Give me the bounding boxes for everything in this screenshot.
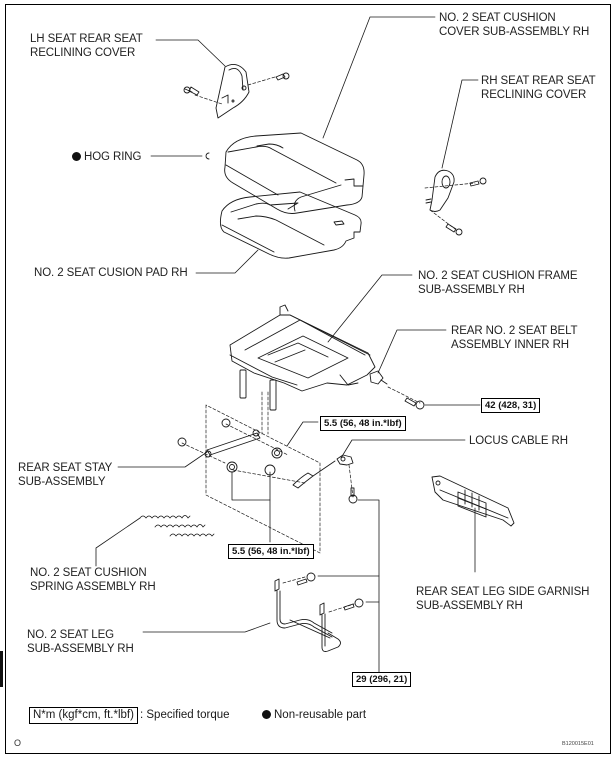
legend-torque-unit: N*m (kgf*cm, ft.*lbf) [29, 707, 138, 724]
leader-cushion-cover [322, 16, 436, 139]
label-rear-seat-stay: REAR SEAT STAY SUB-ASSEMBLY [18, 462, 113, 488]
leader-cushion-frame [327, 274, 413, 343]
non-reusable-dot-icon [262, 710, 271, 719]
label-hog-ring: HOG RING [72, 150, 141, 164]
torque-stay-upper: 5.5 (56, 48 in.*lbf) [320, 416, 406, 431]
leader-stay-upper [286, 421, 319, 447]
label-seat-cushion-pad: NO. 2 SEAT CUSION PAD RH [34, 267, 188, 279]
label-seat-leg: NO. 2 SEAT LEG SUB-ASSEMBLY RH [27, 629, 134, 655]
legend-non-reusable-text: Non-reusable part [274, 709, 367, 721]
rh-cover-bolts [445, 177, 487, 236]
seat-cushion-frame-part [229, 304, 376, 411]
leader-stay-lower [231, 471, 271, 501]
cushion-spring-part [139, 515, 215, 537]
diagram-frame [5, 4, 611, 754]
locus-cable-bolt [348, 487, 358, 504]
seat-belt-inner-part [369, 370, 388, 385]
leader-seat-leg [142, 622, 271, 633]
torque-leg-bolts: 29 (296, 21) [352, 672, 412, 687]
hog-ring-part [205, 152, 210, 160]
leader-leg-bolts [357, 499, 380, 673]
lh-reclining-cover-part [215, 63, 250, 119]
rh-reclining-cover-part [425, 169, 455, 212]
seat-leg-part [274, 578, 341, 652]
leader-lines [95, 16, 481, 673]
label-cushion-spring: NO. 2 SEAT CUSHION SPRING ASSEMBLY RH [30, 567, 156, 593]
legend-torque-desc: : Specified torque [140, 709, 230, 721]
lh-cover-bolts [183, 72, 290, 96]
label-hog-ring-text: HOG RING [84, 151, 142, 163]
label-locus-cable: LOCUS CABLE RH [469, 435, 568, 447]
torque-belt-bolt: 42 (428, 31) [481, 398, 541, 413]
label-lh-reclining-cover: LH SEAT REAR SEAT RECLINING COVER [30, 33, 143, 59]
label-rh-reclining-cover: RH SEAT REAR SEAT RECLINING COVER [481, 75, 596, 101]
non-reusable-dot-icon [72, 152, 81, 161]
label-seat-belt-inner: REAR NO. 2 SEAT BELT ASSEMBLY INNER RH [451, 325, 578, 351]
label-seat-cushion-frame: NO. 2 SEAT CUSHION FRAME SUB-ASSEMBLY RH [418, 270, 578, 296]
legend-non-reusable: Non-reusable part [262, 708, 366, 723]
label-seat-cushion-cover: NO. 2 SEAT CUSHION COVER SUB-ASSEMBLY RH [439, 12, 590, 38]
page-edge-mark [0, 651, 3, 687]
leg-garnish-part [431, 475, 515, 527]
leg-bolts [296, 572, 364, 611]
seat-stay-part [204, 429, 261, 458]
page-marker: O [14, 738, 22, 748]
leader-seat-belt [377, 329, 447, 374]
leader-locus-cable [340, 439, 466, 459]
figure-id: B120015E01 [562, 741, 594, 747]
leader-lh-recline-cover [155, 39, 226, 67]
leader-spring [95, 517, 141, 567]
leader-seat-stay [117, 451, 208, 468]
stay-nuts [177, 418, 283, 476]
seat-cushion-cover-part [224, 132, 365, 214]
seat-belt-bolt [404, 397, 425, 410]
leader-rh-recline-cover [441, 79, 479, 169]
leader-cushion-pad [195, 249, 259, 274]
label-leg-side-garnish: REAR SEAT LEG SIDE GARNISH SUB-ASSEMBLY … [416, 586, 590, 612]
seat-cushion-pad-part [219, 191, 362, 259]
torque-stay-lower: 5.5 (56, 48 in.*lbf) [228, 544, 314, 559]
locus-cable-part [292, 454, 354, 489]
